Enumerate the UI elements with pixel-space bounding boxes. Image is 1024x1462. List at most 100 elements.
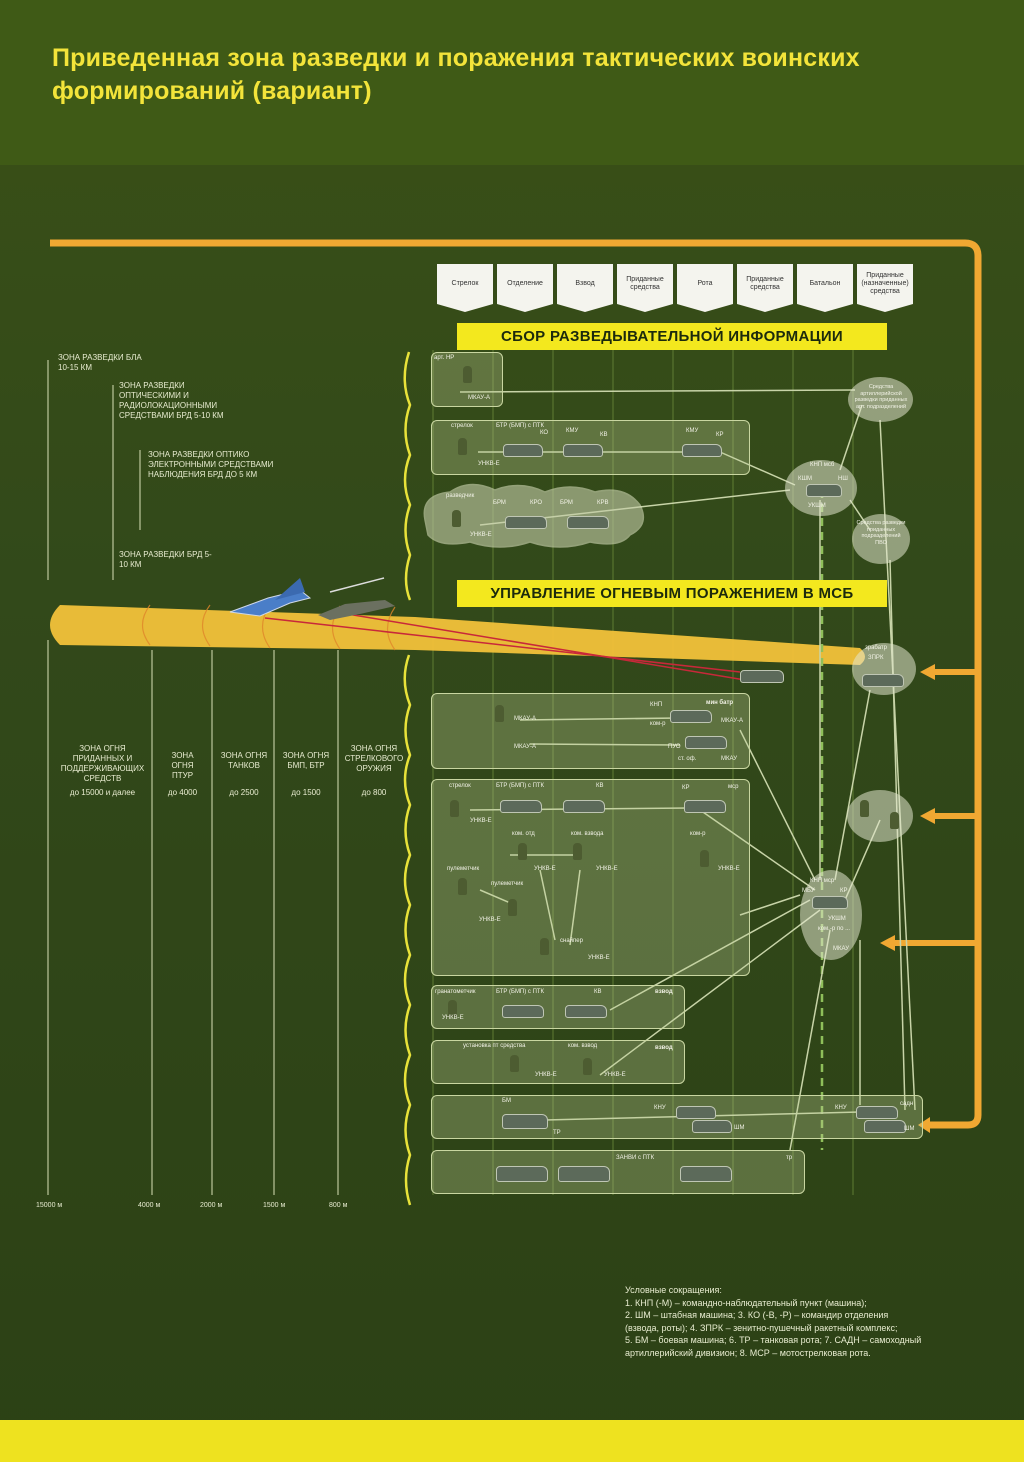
column-header: Взвод [557, 264, 613, 312]
title-band [0, 0, 1024, 165]
pvo-recon-node [852, 514, 910, 564]
soldier-icon [495, 705, 504, 722]
page-title: Приведенная зона разведки и поражения та… [52, 44, 860, 105]
label: установка пт средства [463, 1043, 526, 1049]
soldier-icon [540, 938, 549, 955]
label: МБУ [802, 888, 815, 894]
label: КО [540, 430, 549, 436]
label: ком. взвод [568, 1043, 598, 1049]
label: КР [682, 785, 690, 791]
tank-icon [680, 1166, 732, 1182]
label: МКАУ-А [721, 718, 744, 724]
mortar-battery-box [431, 693, 750, 769]
label: КНП [650, 702, 663, 708]
soldier-icon [452, 510, 461, 527]
recon-banner: СБОР РАЗВЕДЫВАТЕЛЬНОЙ ИНФОРМАЦИИ [457, 323, 887, 350]
legend-line: 5. БМ – боевая машина; 6. ТР – танковая … [625, 1335, 922, 1345]
label: Средства разведки приданных подразделени… [856, 520, 906, 546]
soldier-icon [450, 800, 459, 817]
fire-zone-range: до 2500 [229, 788, 259, 797]
tank-icon [496, 1166, 548, 1182]
label: УНКВ-Е [470, 818, 492, 824]
grenade-box [431, 985, 685, 1029]
distance-label: 4000 м [138, 1202, 161, 1209]
label: ком-р [650, 721, 666, 727]
column-header: Приданные (назначенные) средства [857, 264, 913, 312]
btr-icon [676, 1106, 716, 1119]
fire-zone-range: до 1500 [291, 788, 321, 797]
label: УНКВ-Е [604, 1072, 626, 1078]
fire-zone-label: ЗОНА ОГНЯ СТРЕЛКОВОГО ОРУЖИЯ [344, 744, 404, 773]
label: ст. оф. [678, 756, 697, 762]
btr-icon [502, 1005, 544, 1018]
label: гранатометчик [435, 989, 476, 995]
label: УНКВ-Е [534, 866, 556, 872]
btr-icon [864, 1120, 906, 1133]
label: стрелок [449, 783, 471, 789]
soldier-icon [518, 843, 527, 860]
column-header: Приданные средства [617, 264, 673, 312]
label: КМУ [566, 428, 579, 434]
soldier-icon [458, 438, 467, 455]
label: КМУ [686, 428, 699, 434]
distance-label: 2000 м [200, 1202, 223, 1209]
distance-label: 1500 м [263, 1202, 286, 1209]
label: КР [840, 888, 848, 894]
fire-zone-range: до 800 [361, 788, 387, 797]
label: КВ [594, 989, 602, 995]
label: УНКВ-Е [442, 1015, 464, 1021]
label: ШМ [734, 1125, 745, 1131]
label: УКШМ [808, 503, 826, 509]
label: КРВ [597, 500, 609, 506]
label: арт. НР [434, 355, 455, 361]
btr-icon [685, 736, 727, 749]
label: пулеметчик [447, 866, 480, 872]
label: УКШМ [828, 916, 846, 922]
label: ком-р [690, 831, 706, 837]
btr-icon [682, 444, 722, 457]
label: МКАУ-А [468, 395, 491, 401]
column-header: Отделение [497, 264, 553, 312]
soldier-icon [700, 850, 709, 867]
bmp-icon [740, 670, 784, 683]
label: ЗАНВИ с ПТК [616, 1155, 655, 1161]
label: КВ [600, 432, 608, 438]
fire-zone-label: ЗОНА ОГНЯ БМП, БТР [282, 751, 330, 770]
soldier-icon [448, 1000, 457, 1017]
label: КНУ [835, 1105, 847, 1111]
kshm-icon [812, 896, 848, 909]
label: ТР [553, 1130, 561, 1136]
btr-icon [563, 800, 605, 813]
label: ком. отд [512, 831, 535, 837]
recon-zone-label: ЗОНА РАЗВЕДКИ БРД 5-10 км [119, 550, 212, 569]
sau-icon [502, 1114, 548, 1129]
legend-title: Условные сокращения: [625, 1285, 722, 1295]
soldier-icon [508, 899, 517, 916]
label: ком. взвода [571, 831, 604, 837]
btr-icon [565, 1005, 607, 1018]
fire-zone-label: ЗОНА ОГНЯ ПРИДАННЫХ И ПОДДЕРЖИВАЮЩИХ СРЕ… [60, 744, 145, 783]
label: ЗПРК [868, 655, 884, 661]
legend-line: (взвода, роты); 4. ЗПРК – зенитно-пушечн… [625, 1322, 898, 1333]
label: садн [900, 1101, 914, 1107]
label: разведчик [446, 493, 475, 499]
label: взвод [655, 989, 673, 995]
legend-line: артиллерийский дивизион; 8. МСР – мотост… [625, 1347, 871, 1358]
company-knp-node [800, 870, 862, 960]
btr-icon [856, 1106, 898, 1119]
label: КШМ [798, 476, 812, 482]
label: снайпер [560, 938, 583, 944]
fire-zone-label: ЗОНА ОГНЯ ПТУР [171, 751, 194, 780]
column-header: Батальон [797, 264, 853, 312]
fire-zone-range: до 15000 и далее [69, 788, 136, 797]
recon-zone-label: ЗОНА РАЗВЕДКИ ОПТИЧЕСКИМИ И РАДИОЛОКАЦИО… [119, 381, 224, 420]
at-box [431, 1040, 685, 1084]
label: мср [728, 784, 739, 790]
soldier-icon [463, 366, 472, 383]
label: НШ [838, 476, 848, 482]
column-header: Стрелок [437, 264, 493, 312]
label: стрелок [451, 423, 473, 429]
